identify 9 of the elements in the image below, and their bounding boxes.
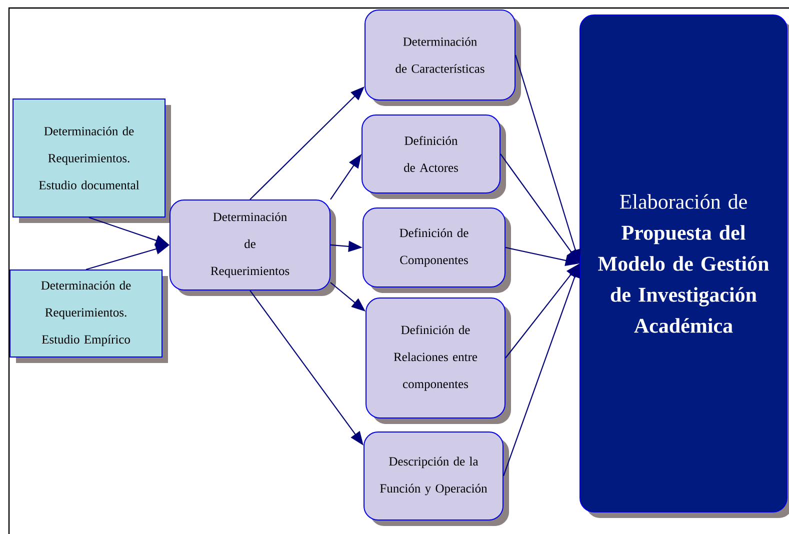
process-box: Definición de Actores bbox=[362, 114, 506, 199]
process-box: Descripción de la Función y Operación bbox=[364, 431, 509, 526]
process-box: Definición de Relaciones entre componentes bbox=[366, 297, 511, 424]
source-box: Determinación de Requerimientos. Estudio Empírico bbox=[10, 270, 168, 363]
process-box: Definición de Componentes bbox=[362, 208, 511, 293]
result-box: Elaboración de Propuesta del Modelo de Gestión de Investigación Académica bbox=[580, 14, 789, 518]
process-box: Determinación de Requerimientos bbox=[170, 199, 336, 296]
source-box: Determinación de Requerimientos. Estudio documental bbox=[12, 98, 171, 223]
process-box: Determinación de Características bbox=[364, 9, 521, 106]
